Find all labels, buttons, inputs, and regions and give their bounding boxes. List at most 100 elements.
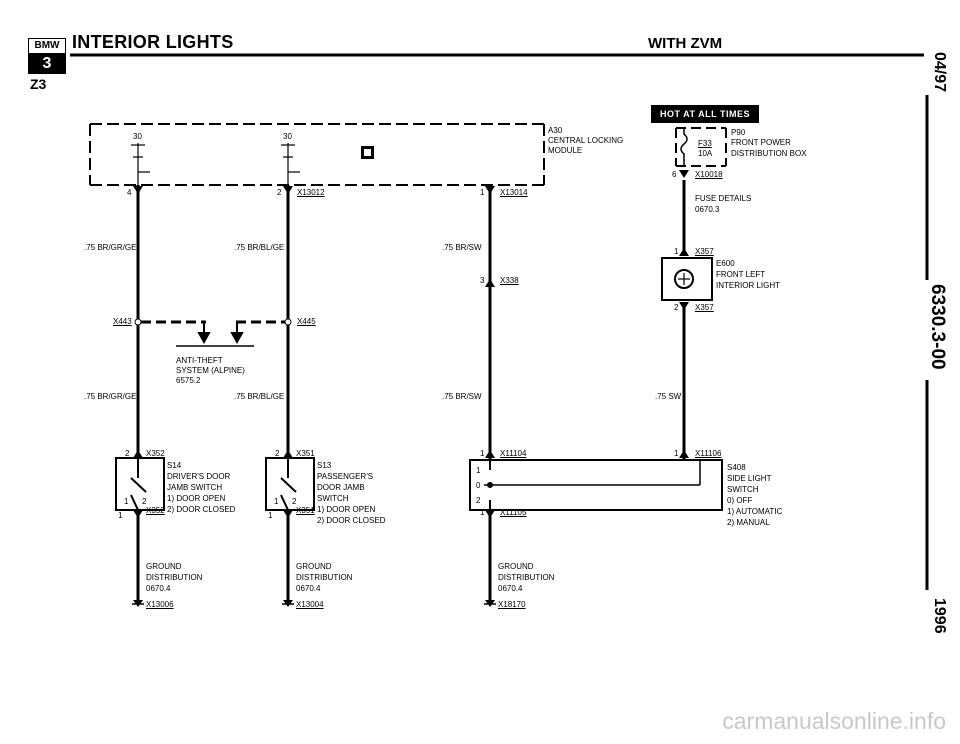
bmw-logo-text: BMW <box>28 38 66 54</box>
x11106-label: X11106 <box>695 449 722 458</box>
s13-switch-box <box>265 457 315 511</box>
x351-top-pin: 2 <box>275 449 280 458</box>
fuse-details-ref: 0670.3 <box>695 205 720 214</box>
s13-opt1: 1) DOOR OPEN <box>317 505 376 514</box>
x10018-pin: 6 <box>672 170 677 179</box>
s13-opt2: 2) DOOR CLOSED <box>317 516 386 525</box>
ground-1-ref: 0670.4 <box>146 584 171 593</box>
s408-line1: SIDE LIGHT <box>727 474 772 483</box>
a30-code: A30 <box>548 126 563 135</box>
a30-name-line2: MODULE <box>548 146 583 155</box>
p90-line1: FRONT POWER <box>731 138 791 147</box>
page-title: INTERIOR LIGHTS <box>72 32 234 52</box>
wire-label-1: .75 BR/GR/GE <box>84 243 137 252</box>
e600-code: E600 <box>716 259 735 268</box>
s13-line3: SWITCH <box>317 494 349 503</box>
x10018-label: X10018 <box>695 170 723 179</box>
wire-label-7: .75 SW <box>655 392 682 401</box>
x338-label: X338 <box>500 276 519 285</box>
ground-3-line2: DISTRIBUTION <box>498 573 555 582</box>
fuse-rating: 10A <box>698 149 713 158</box>
x357-bottom-label: X357 <box>695 303 714 312</box>
bmw-logo: BMW 3 <box>28 38 66 74</box>
x11105-label: X11105 <box>500 508 527 517</box>
s408-opt0: 0) OFF <box>727 496 753 505</box>
x338-pin: 3 <box>480 276 485 285</box>
x352-bottom-pin: 1 <box>118 511 123 520</box>
x352-top-label: X352 <box>146 449 165 458</box>
e600-line2: INTERIOR LIGHT <box>716 281 781 290</box>
s408-pos2: 2 <box>476 496 481 505</box>
fuse-details: FUSE DETAILS <box>695 194 752 203</box>
wire-label-4: .75 BR/GR/GE <box>84 392 137 401</box>
anti-theft-symbol <box>176 322 254 347</box>
ground-3-line1: GROUND <box>498 562 534 571</box>
ground-2-code: X13004 <box>296 600 324 609</box>
wire-label-6: .75 BR/SW <box>442 392 482 401</box>
watermark: carmanualsonline.info <box>722 708 946 734</box>
x351-bottom-pin: 1 <box>268 511 273 520</box>
wires <box>136 180 686 600</box>
anti-theft-ref: 6575.2 <box>176 376 201 385</box>
module-chip-icon <box>361 146 374 159</box>
a30-module-box <box>89 123 545 186</box>
s14-opt1: 1) DOOR OPEN <box>167 494 226 503</box>
s14-pos1: 1 <box>124 497 129 506</box>
s408-pos1: 1 <box>476 466 481 475</box>
module-pin-a: 30 <box>133 132 142 141</box>
page-subtitle: WITH ZVM <box>648 35 723 52</box>
x11104-pin: 1 <box>480 449 485 458</box>
x443-label: X443 <box>113 317 132 326</box>
x357-top-label: X357 <box>695 247 714 256</box>
x357-bottom-pin: 2 <box>674 303 679 312</box>
hot-at-all-times-badge: HOT AT ALL TIMES <box>651 105 759 123</box>
s14-line2: JAMB SWITCH <box>167 483 223 492</box>
bmw-logo-number: 3 <box>28 54 66 74</box>
ground-2-ref: 0670.4 <box>296 584 321 593</box>
x351-top-label: X351 <box>296 449 315 458</box>
module-pin-b: 30 <box>283 132 292 141</box>
x352-top-pin: 2 <box>125 449 130 458</box>
e600-lamp-box <box>661 257 713 301</box>
x11105-pin: 1 <box>480 508 485 517</box>
module-pin-symbols <box>131 143 300 185</box>
s408-pos0: 0 <box>476 481 481 490</box>
s408-opt2: 2) MANUAL <box>727 518 770 527</box>
anti-theft-line1: ANTI-THEFT <box>176 356 223 365</box>
s408-line2: SWITCH <box>727 485 759 494</box>
s408-switch-box <box>469 459 723 511</box>
ground-1-line1: GROUND <box>146 562 182 571</box>
x352-bottom-label: X352 <box>146 506 165 515</box>
pin-1-label: 1 <box>480 188 485 197</box>
s408-code: S408 <box>727 463 746 472</box>
s14-opt2: 2) DOOR CLOSED <box>167 505 236 514</box>
connector-markers <box>133 170 689 518</box>
s13-line2: DOOR JAMB <box>317 483 365 492</box>
ground-1-line2: DISTRIBUTION <box>146 573 203 582</box>
ground-2-line2: DISTRIBUTION <box>296 573 353 582</box>
fuse-f33: F33 <box>698 139 712 148</box>
s14-pos2: 2 <box>142 497 147 506</box>
wire-label-5: .75 BR/BL/GE <box>234 392 285 401</box>
e600-line1: FRONT LEFT <box>716 270 766 279</box>
s13-pos2: 2 <box>292 497 297 506</box>
x11106-pin: 1 <box>674 449 679 458</box>
s13-line1: PASSENGER'S <box>317 472 374 481</box>
s14-line1: DRIVER'S DOOR <box>167 472 231 481</box>
ground-3-ref: 0670.4 <box>498 584 523 593</box>
x13014-label: X13014 <box>500 188 528 197</box>
s408-opt1: 1) AUTOMATIC <box>727 507 783 516</box>
p90-code: P90 <box>731 128 746 137</box>
wire-label-2: .75 BR/BL/GE <box>234 243 285 252</box>
s14-switch-box <box>115 457 165 511</box>
model-label: Z3 <box>30 76 47 92</box>
x351-bottom-label: X351 <box>296 506 315 515</box>
splice-dots <box>134 318 292 326</box>
x445-label: X445 <box>297 317 316 326</box>
s13-pos1: 1 <box>274 497 279 506</box>
ground-3-code: X18170 <box>498 600 526 609</box>
s14-code: S14 <box>167 461 182 470</box>
x357-top-pin: 1 <box>674 247 679 256</box>
s13-code: S13 <box>317 461 332 470</box>
